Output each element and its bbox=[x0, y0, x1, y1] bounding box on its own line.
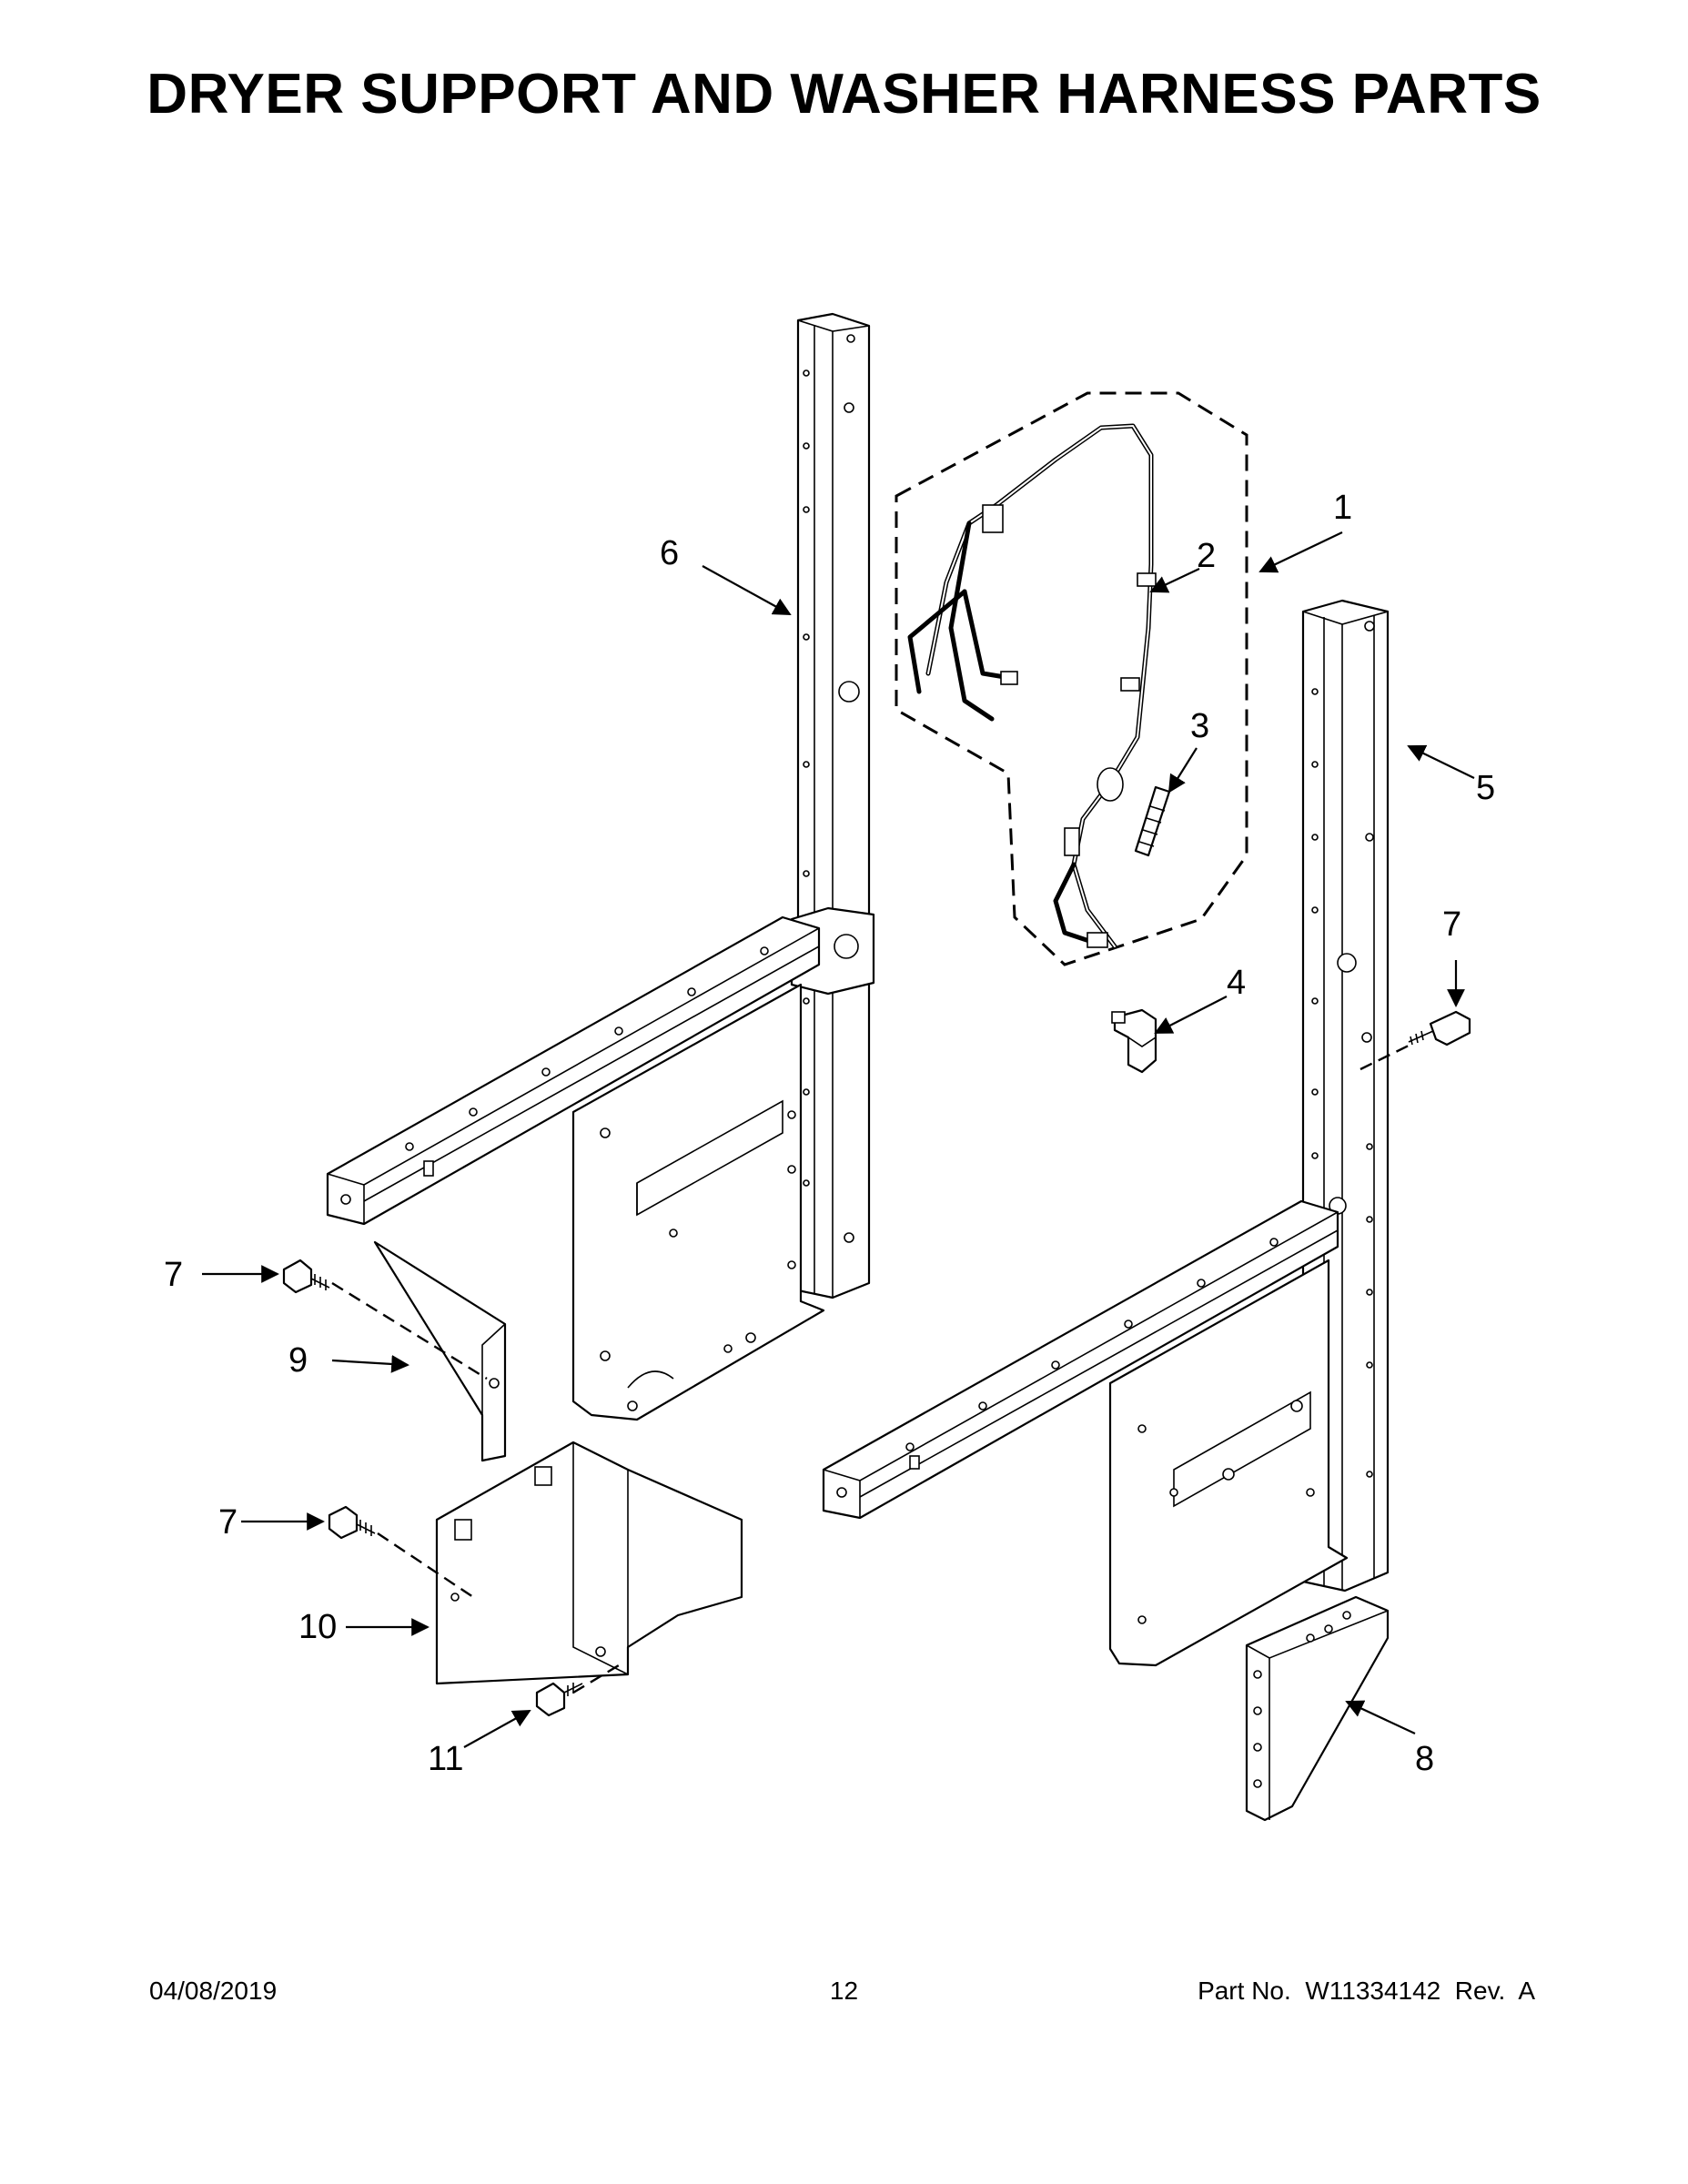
screw-left-top bbox=[282, 1259, 330, 1294]
alignment-line-11 bbox=[572, 1663, 620, 1694]
support-bracket bbox=[1245, 1595, 1390, 1822]
right-dryer-support-assembly bbox=[822, 599, 1390, 1667]
callout-labels: 1 2 3 4 5 6 7 7 7 8 9 10 11 bbox=[164, 489, 1495, 1778]
harness-connector-pin bbox=[1134, 785, 1171, 857]
callout-5: 5 bbox=[1476, 769, 1495, 807]
cover-plate-small bbox=[373, 1240, 507, 1462]
alignment-line-7-right bbox=[1359, 1043, 1411, 1071]
page-title: DRYER SUPPORT AND WASHER HARNESS PARTS bbox=[147, 63, 1541, 126]
callout-3: 3 bbox=[1190, 707, 1209, 745]
cover-plate-large bbox=[435, 1441, 743, 1685]
callout-9: 9 bbox=[288, 1341, 308, 1380]
callout-2: 2 bbox=[1197, 537, 1216, 575]
wire-harness bbox=[907, 423, 1157, 949]
left-dryer-support-assembly bbox=[326, 312, 875, 1421]
wire-harness-kit bbox=[895, 391, 1248, 966]
screw-bottom bbox=[535, 1682, 583, 1717]
footer-page-number: 12 bbox=[829, 1977, 859, 2005]
callout-7-left-top: 7 bbox=[164, 1256, 183, 1294]
leader-lines bbox=[202, 531, 1475, 1748]
callout-11: 11 bbox=[428, 1740, 463, 1778]
screw-left-bottom bbox=[328, 1505, 376, 1540]
callout-8: 8 bbox=[1415, 1740, 1434, 1778]
footer-date: 04/08/2019 bbox=[149, 1977, 278, 2005]
callout-10: 10 bbox=[298, 1608, 337, 1646]
footer-part-number: Part No. W11334142 Rev. A bbox=[1198, 1977, 1535, 2005]
screw-right bbox=[1408, 1010, 1471, 1046]
callout-1: 1 bbox=[1333, 489, 1352, 527]
alignment-line-9 bbox=[331, 1281, 488, 1380]
callout-7-left-bottom: 7 bbox=[218, 1503, 238, 1542]
callout-4: 4 bbox=[1227, 964, 1246, 1002]
callout-6: 6 bbox=[660, 534, 679, 572]
kit-boundary bbox=[895, 391, 1248, 966]
harness-clip bbox=[1111, 1008, 1157, 1074]
callout-7-right: 7 bbox=[1442, 905, 1461, 944]
right-post-holes bbox=[1311, 621, 1375, 1478]
